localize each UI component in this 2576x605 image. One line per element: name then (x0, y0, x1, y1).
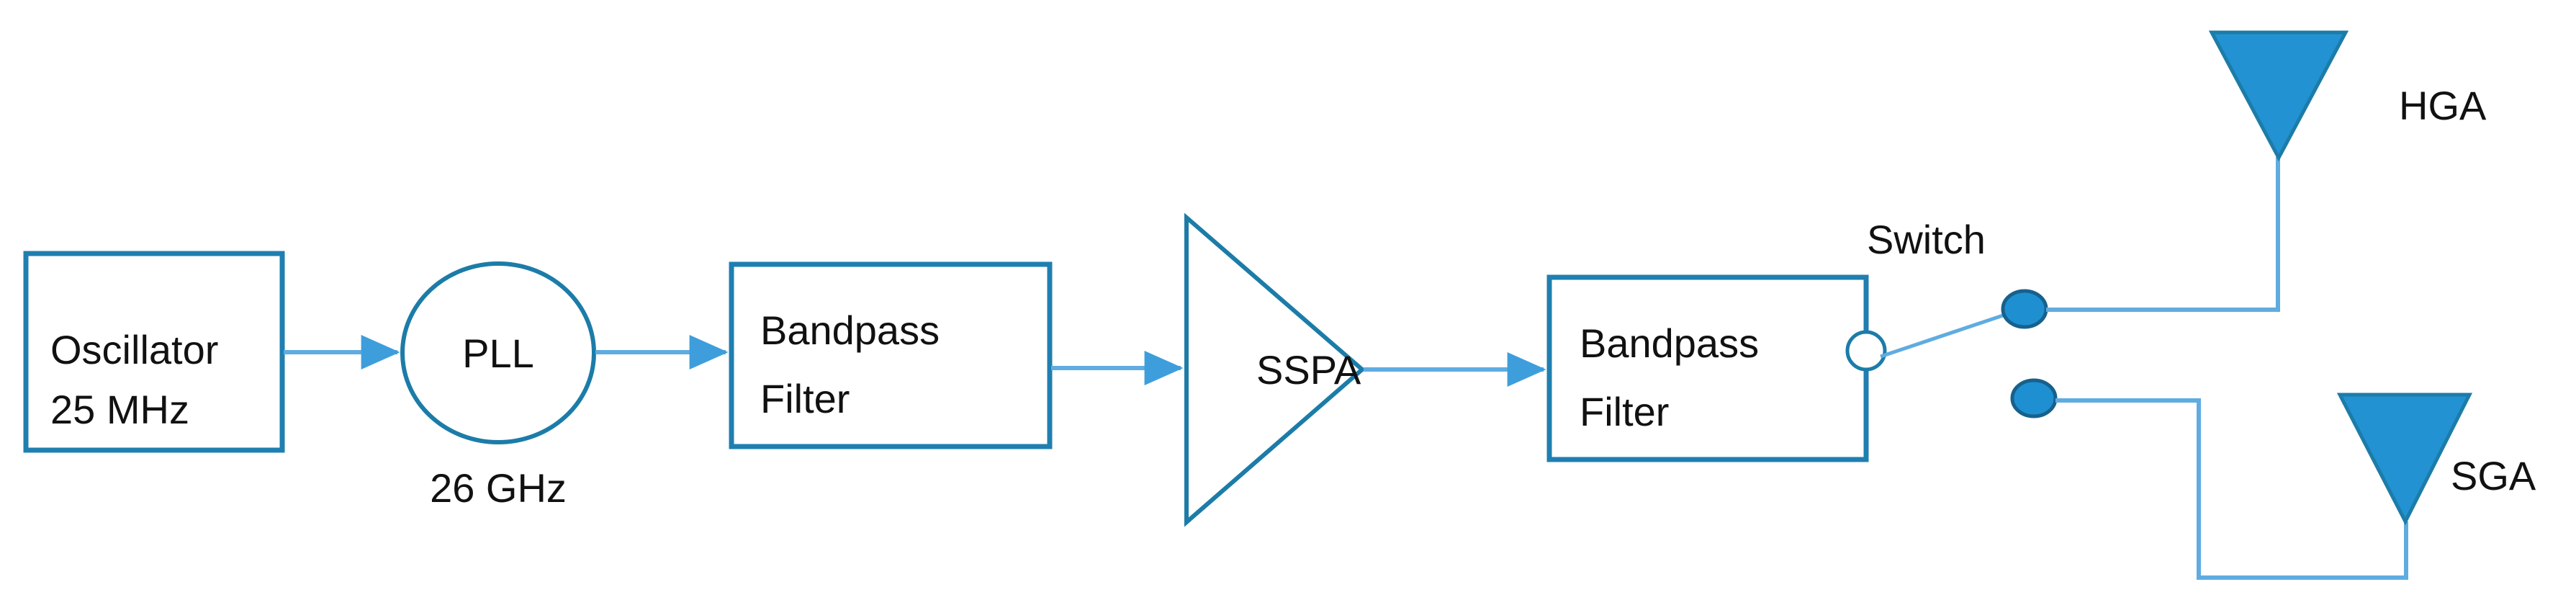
connector-switch-to-sga (2055, 398, 2408, 580)
bandpass-filter-1-box (729, 261, 1053, 449)
bandpass-filter-2-label-line1: Bandpass (1580, 321, 1759, 366)
pll-frequency-caption: 26 GHz (430, 465, 567, 511)
secondary-gain-antenna[interactable] (2336, 393, 2473, 526)
switch-contact-sga[interactable] (2010, 378, 2058, 418)
switch-pivot-terminal[interactable] (1845, 330, 1887, 372)
bandpass-filter-1-label-line2: Filter (760, 376, 850, 421)
bandpass-filter-2-box (1546, 274, 1869, 462)
sspa-label: SSPA (1256, 347, 1361, 393)
hga-label: HGA (2399, 83, 2487, 128)
switch-blade[interactable] (1880, 309, 2017, 359)
oscillator-label-line1: Oscillator (50, 327, 218, 372)
switch-contact-hga[interactable] (2001, 289, 2048, 329)
bandpass-filter-2-label-line2: Filter (1580, 389, 1669, 434)
switch-label: Switch (1867, 217, 1986, 262)
oscillator-label-line2: 25 MHz (50, 387, 189, 432)
rf-switch[interactable] (1845, 289, 2058, 418)
bandpass-filter-1-label-line1: Bandpass (760, 308, 940, 353)
sga-antenna-triangle (2336, 393, 2473, 526)
connector-switch-to-hga (2046, 157, 2280, 312)
sspa-amplifier[interactable]: SSPA (1184, 212, 1366, 527)
sspa-triangle (1184, 212, 1366, 527)
bandpass-filter-1[interactable]: Bandpass Filter (729, 261, 1053, 449)
high-gain-antenna[interactable] (2208, 30, 2349, 162)
pll-block[interactable]: PLL 26 GHz (400, 261, 596, 511)
bandpass-filter-2[interactable]: Bandpass Filter (1546, 274, 1869, 462)
sga-label: SGA (2451, 453, 2536, 498)
oscillator-box (23, 251, 285, 453)
pll-ellipse (400, 261, 596, 444)
pll-label: PLL (462, 331, 534, 376)
hga-antenna-triangle (2208, 30, 2349, 162)
oscillator-block[interactable]: Oscillator 25 MHz (23, 251, 285, 453)
